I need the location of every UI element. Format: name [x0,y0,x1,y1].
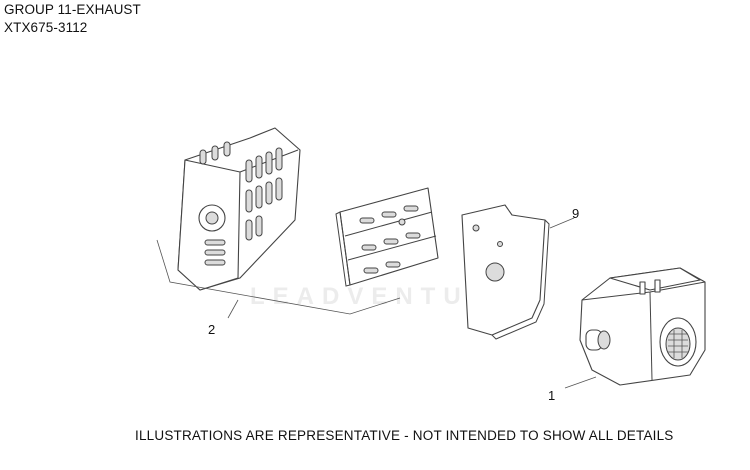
heat-shield-plate-part [335,187,439,287]
muffler-part [564,267,706,389]
callout-label: 1 [548,388,556,403]
callout-label: 9 [572,206,580,221]
callout-label: 2 [208,322,216,337]
muffler-guard-part [177,127,301,291]
gasket-plate-part [461,204,575,340]
disclaimer-note: ILLUSTRATIONS ARE REPRESENTATIVE - NOT I… [135,428,674,443]
diagram-title: GROUP 11-EXHAUST [4,2,141,17]
callout-2-bracket [156,239,401,319]
model-number: XTX675-3112 [4,20,88,35]
